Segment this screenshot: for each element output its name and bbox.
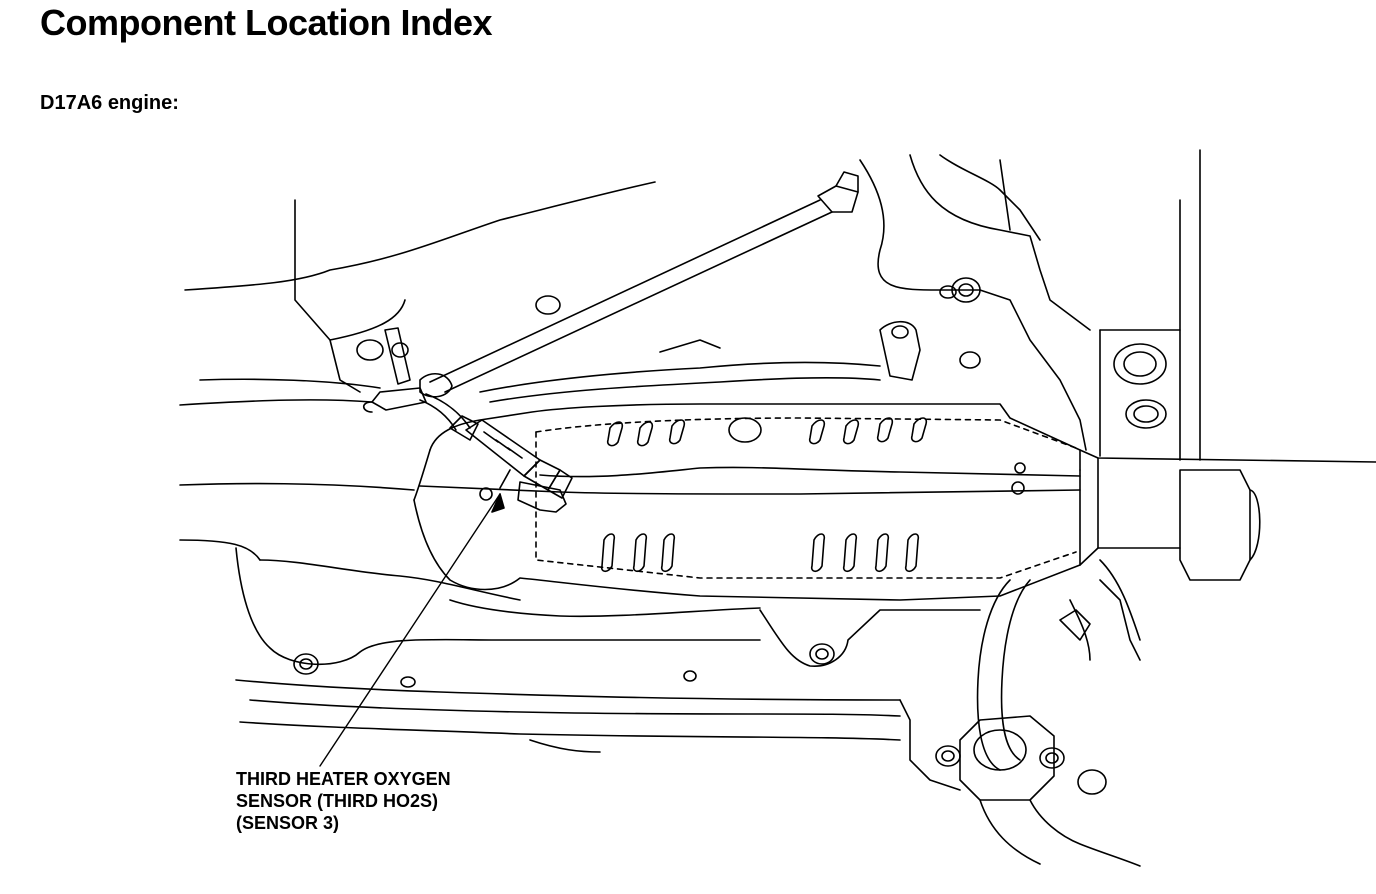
wire-bracket: [384, 327, 411, 385]
upper-bracket: [199, 320, 921, 403]
oxygen-sensor: [449, 415, 573, 513]
sensor-harness: [179, 387, 471, 431]
callout-line-3: (SENSOR 3): [236, 813, 340, 833]
upper-cable: [419, 171, 859, 398]
engine-subtitle: D17A6 engine:: [40, 92, 179, 114]
catalytic-converter: [413, 403, 1081, 601]
crossmember: [899, 559, 1141, 867]
exhaust-pipe-joint: [1079, 449, 1376, 581]
lower-floor: [179, 482, 981, 753]
right-frame: [859, 149, 1201, 461]
callout-leader: [319, 493, 505, 767]
callout-line-1: THIRD HEATER OXYGEN: [236, 769, 451, 789]
heat-shield-slots: [600, 417, 928, 573]
upper-body-panel: [184, 181, 656, 393]
sensor-callout-label: THIRD HEATER OXYGEN SENSOR (THIRD HO2S) …: [236, 768, 451, 834]
page-title: Component Location Index: [40, 2, 493, 43]
callout-line-2: SENSOR (THIRD HO2S): [236, 791, 439, 811]
